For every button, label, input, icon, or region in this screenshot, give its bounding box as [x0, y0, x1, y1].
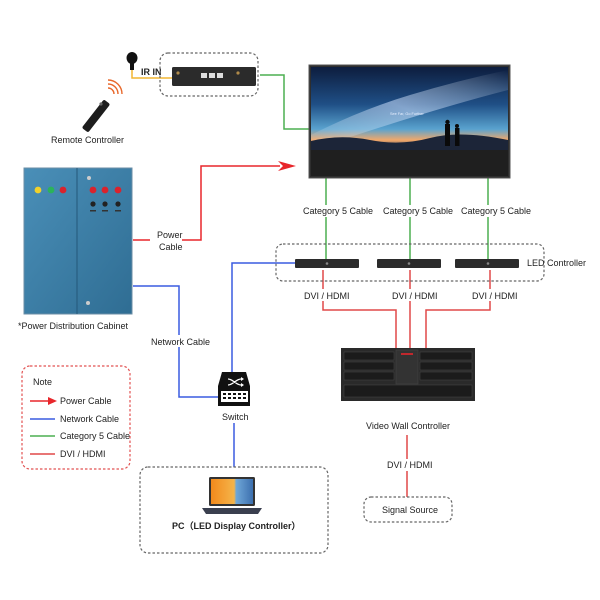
dvi-label-1: DVI / HDMI — [304, 291, 350, 301]
dvi-label-3: DVI / HDMI — [472, 291, 518, 301]
ir-cable — [131, 68, 172, 79]
power-cable-arrowhead — [278, 161, 296, 171]
legend-title: Note — [33, 377, 52, 387]
led-controller-1 — [295, 259, 359, 268]
legend-box — [21, 365, 131, 470]
dvi-cable-3 — [425, 270, 491, 348]
ir-in-label: IR IN — [141, 67, 162, 77]
screen-caption: See Far, Go Further — [390, 112, 424, 116]
legend-item-dvi: DVI / HDMI — [30, 449, 106, 459]
pc-group-border — [139, 466, 329, 554]
remote-controller-label: Remote Controller — [51, 135, 124, 145]
video-wall-controller-label: Video Wall Controller — [366, 421, 450, 431]
laptop-icon — [202, 477, 262, 514]
signal-source-label: Signal Source — [382, 505, 438, 515]
legend-item-network: Network Cable — [30, 414, 119, 424]
cat5-label-3: Category 5 Cable — [461, 206, 531, 216]
sending-box-icon — [172, 67, 256, 86]
cat5-label-1: Category 5 Cable — [303, 206, 373, 216]
legend-item-cat5: Category 5 Cable — [30, 431, 130, 441]
signal-source-box — [363, 496, 453, 523]
remote-controller-icon — [82, 79, 123, 132]
cat5-cable-box-to-screen — [260, 74, 310, 130]
dvi-source-label: DVI / HDMI — [387, 460, 433, 470]
led-controller-label: LED Controller — [527, 258, 586, 268]
silhouette-figures — [445, 119, 460, 146]
power-cable-label-line1: Power — [157, 230, 183, 240]
cat5-label-2: Category 5 Cable — [383, 206, 453, 216]
legend-label-power: Power Cable — [60, 396, 112, 406]
legend-label-network: Network Cable — [60, 414, 119, 424]
ir-receiver-icon — [126, 52, 138, 70]
legend-label-cat5: Category 5 Cable — [60, 431, 130, 441]
led-controller-group-border — [275, 243, 545, 282]
legend-label-dvi: DVI / HDMI — [60, 449, 106, 459]
dvi-cable-1 — [322, 270, 397, 348]
switch-label: Switch — [222, 412, 249, 422]
led-controller-2 — [377, 259, 441, 268]
power-cable-label-line2: Cable — [159, 242, 183, 252]
switch-icon — [218, 372, 250, 406]
legend-item-power: Power Cable — [30, 396, 112, 406]
power-cabinet-label: *Power Distribution Cabinet — [18, 321, 129, 331]
video-wall-controller-icon — [341, 348, 475, 401]
network-cable-label: Network Cable — [151, 337, 210, 347]
pc-label: PC（LED Display Controller） — [172, 521, 301, 531]
led-controller-3 — [455, 259, 519, 268]
dvi-label-2: DVI / HDMI — [392, 291, 438, 301]
power-distribution-cabinet — [23, 167, 133, 315]
sending-box-group-border — [159, 52, 259, 97]
led-display-screen: See Far, Go Further — [308, 64, 511, 179]
network-cable-led-controller — [231, 262, 295, 372]
